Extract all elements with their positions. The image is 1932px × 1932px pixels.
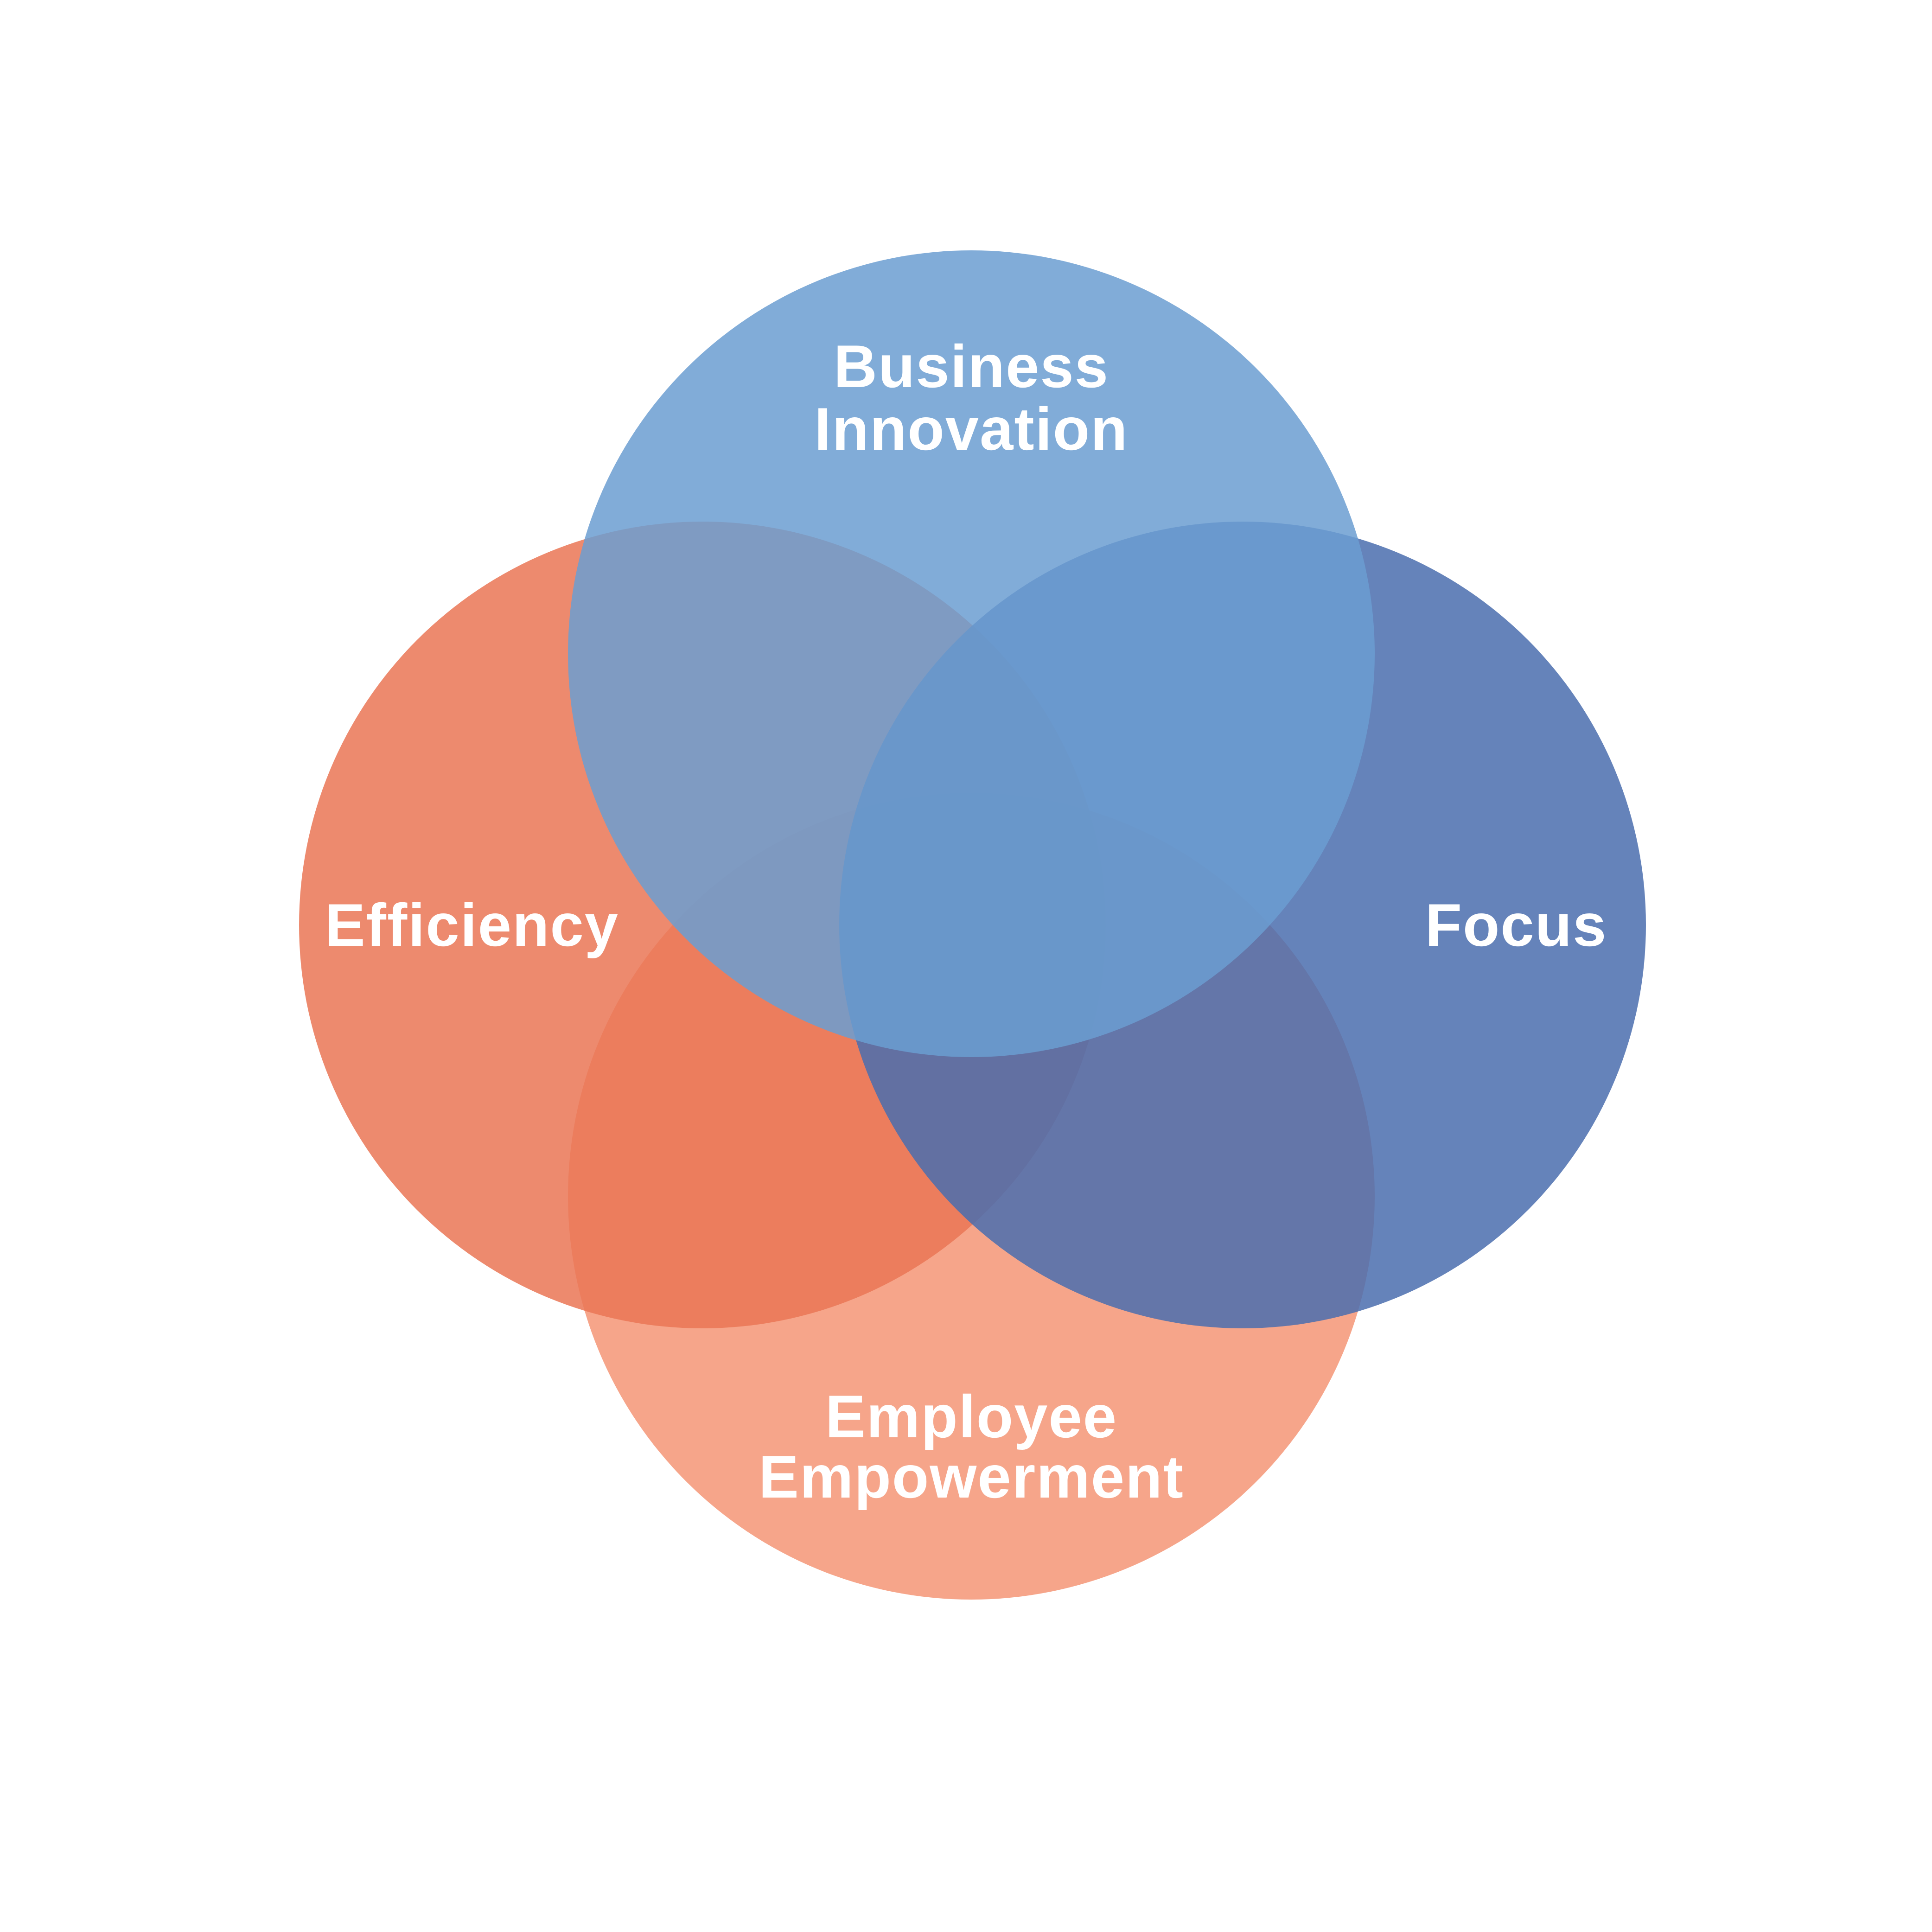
circle-business-innovation	[568, 250, 1375, 1057]
label-employee-empowerment-line-2: Empowerment	[759, 1443, 1184, 1511]
label-employee-empowerment: Employee Empowerment	[759, 1383, 1184, 1511]
label-focus-line-1: Focus	[1425, 891, 1607, 959]
label-business-innovation-line-1: Business	[834, 332, 1109, 400]
label-efficiency-line-1: Efficiency	[325, 891, 619, 959]
label-focus: Focus	[1425, 891, 1607, 959]
label-employee-empowerment-line-1: Employee	[825, 1383, 1117, 1450]
label-business-innovation-line-2: Innovation	[814, 395, 1128, 463]
label-business-innovation: Business Innovation	[814, 332, 1128, 463]
label-efficiency: Efficiency	[325, 891, 619, 959]
